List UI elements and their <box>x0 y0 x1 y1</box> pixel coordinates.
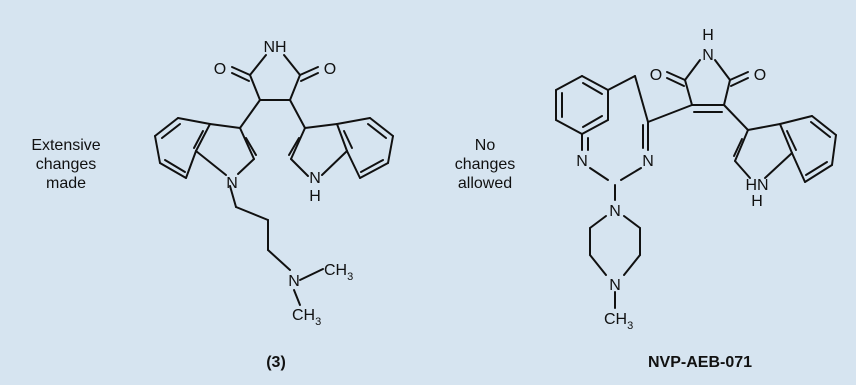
note-extensive-changes: Extensive changes made <box>31 137 100 192</box>
nvp-aeb-071-atom-labels: H N O O N N N N CH3 HN H <box>576 27 768 332</box>
note-line: Extensive <box>31 137 100 154</box>
atom-label-indole-n-right: N <box>309 170 321 187</box>
atom-label-methyl-upper: CH3 <box>324 262 353 283</box>
molecule-compound-3: NH O O N N H N CH3 CH3 <box>154 39 394 328</box>
atom-label-carbonyl-o-left: O <box>214 61 226 78</box>
atom-label-imide-h: H <box>702 27 714 44</box>
atom-label-carbonyl-o-right: O <box>754 67 766 84</box>
caption-compound-3: (3) <box>266 354 286 371</box>
caption-nvp-aeb-071: NVP-AEB-071 <box>648 354 752 371</box>
atom-label-amine-n: N <box>288 273 300 290</box>
atom-label-piperazine-n-bottom: N <box>609 277 621 294</box>
atom-label-imide-n: N <box>702 47 714 64</box>
atom-label-indole-h: H <box>751 193 763 210</box>
atom-label-carbonyl-o-left: O <box>650 67 662 84</box>
nvp-aeb-071-bonds <box>555 59 837 309</box>
atom-label-indole-h-right: H <box>309 188 321 205</box>
atom-label-quinazoline-n3: N <box>642 153 654 170</box>
note-line: allowed <box>458 175 512 192</box>
atom-label-methyl: CH3 <box>604 311 633 332</box>
note-line: changes <box>36 156 97 173</box>
atom-label-quinazoline-n1: N <box>576 153 588 170</box>
atom-label-piperazine-n-top: N <box>609 203 621 220</box>
molecule-nvp-aeb-071: H N O O N N N N CH3 HN H <box>555 27 837 332</box>
atom-label-indole-hn: HN <box>745 177 768 194</box>
note-line: No <box>475 137 496 154</box>
atom-label-imide-n: NH <box>263 39 286 56</box>
atom-label-indole-n-left: N <box>226 175 238 192</box>
note-line: made <box>46 175 86 192</box>
note-line: changes <box>455 156 516 173</box>
note-no-changes: No changes allowed <box>455 137 516 192</box>
compound-3-bonds <box>154 54 394 306</box>
compound-3-atom-labels: NH O O N N H N CH3 CH3 <box>214 39 353 328</box>
atom-label-carbonyl-o-right: O <box>324 61 336 78</box>
atom-label-methyl-lower: CH3 <box>292 307 321 328</box>
